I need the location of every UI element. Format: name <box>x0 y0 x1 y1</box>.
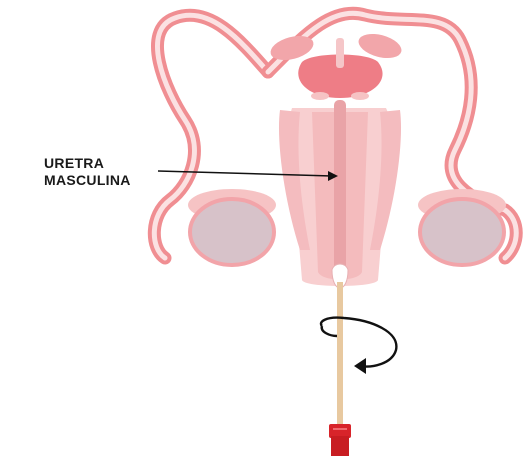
left-testis-body <box>190 199 274 265</box>
urethra-top <box>336 38 344 68</box>
left-testis <box>188 189 276 265</box>
urethra <box>334 100 346 280</box>
right-testis <box>418 189 506 265</box>
rotation-arrow-icon <box>321 318 396 374</box>
catheter-connector <box>329 424 351 456</box>
catheter <box>337 282 343 432</box>
right-testis-body <box>420 199 504 265</box>
label-line-2: MASCULINA <box>44 172 164 189</box>
right-gland <box>351 92 369 100</box>
left-gland <box>311 92 329 100</box>
urethra-label: URETRA MASCULINA <box>44 155 164 189</box>
label-line-1: URETRA <box>44 155 164 172</box>
